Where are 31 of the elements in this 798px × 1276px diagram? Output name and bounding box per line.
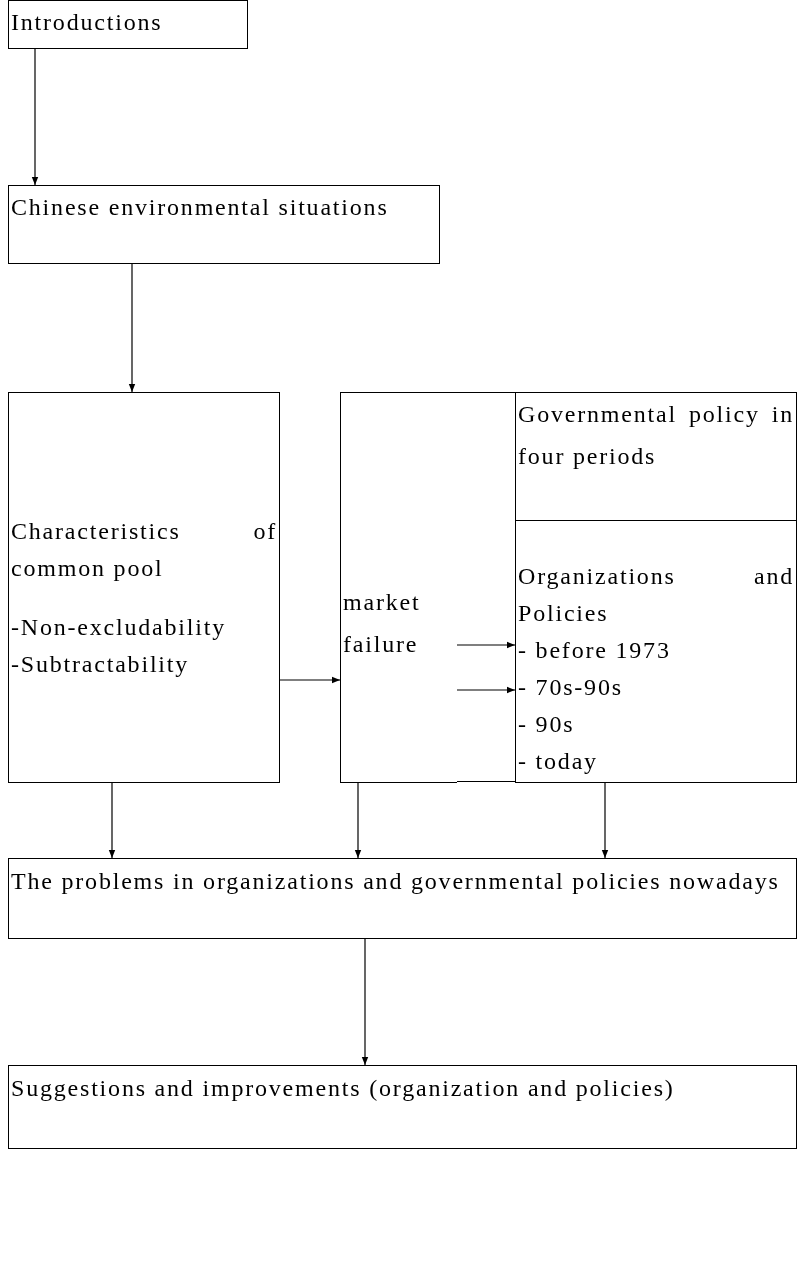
box-text: The problems in organizations and governmental policies nowadays — [11, 867, 781, 896]
box-text: Introductions — [11, 8, 164, 37]
arrow — [361, 938, 369, 1066]
arrow — [601, 782, 609, 859]
text-box — [8, 1065, 797, 1149]
text-box — [8, 858, 797, 939]
list-item: - before 1973 — [518, 636, 672, 665]
text-box — [8, 392, 280, 783]
box-text: Characteristics of common pool — [11, 516, 277, 583]
arrow — [108, 782, 116, 859]
list-item: - 90s — [518, 710, 576, 739]
list-item: -Subtractability — [11, 649, 191, 679]
arrow — [456, 641, 516, 649]
text-box — [8, 185, 440, 264]
list-item: - today — [518, 747, 599, 776]
box-text: Organizations and Policies — [518, 562, 794, 628]
text-box — [8, 0, 248, 49]
box-text: Suggestions and improvements (organization and policies) — [11, 1074, 676, 1103]
box-text: Governmental policy in four periods — [518, 400, 794, 471]
list-item: - 70s-90s — [518, 673, 624, 702]
arrow — [279, 676, 341, 684]
text-box — [515, 520, 797, 783]
arrow — [128, 263, 136, 393]
text-box — [340, 392, 457, 783]
arrow — [354, 782, 362, 859]
box-text: market failure — [343, 587, 422, 659]
text-box — [515, 392, 797, 521]
arrow — [456, 686, 516, 694]
arrow — [31, 48, 39, 186]
box-text: Chinese environmental situations — [11, 193, 390, 222]
list-item: -Non-excludability — [11, 612, 227, 642]
